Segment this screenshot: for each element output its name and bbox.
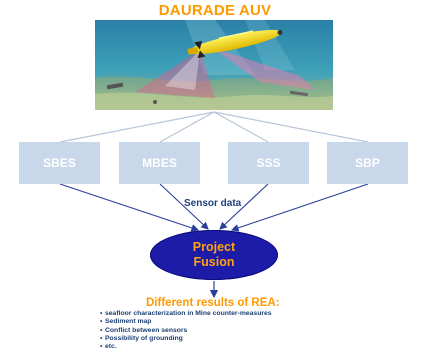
fan-line-sbp	[213, 111, 369, 143]
fan-line-sss	[213, 111, 269, 143]
results-list: •seafloor characterization in Mine count…	[100, 310, 272, 351]
arrow-sss	[219, 183, 269, 230]
results-title: Different results of REA:	[146, 297, 280, 309]
fan-line-mbes	[159, 111, 215, 143]
auv-image	[95, 20, 333, 110]
list-item: •seafloor characterization in Mine count…	[100, 310, 272, 317]
arrow-sbes	[59, 183, 200, 232]
result-text: etc.	[105, 343, 117, 351]
sensor-label-mbes: MBES	[142, 156, 177, 170]
sensor-label-sbp: SBP	[355, 156, 380, 170]
list-item: •Possibility of grounding	[100, 334, 183, 342]
sensor-label-sbes: SBES	[43, 156, 76, 170]
diagram-title: DAURADE AUV	[158, 2, 272, 19]
sensor-box-sbes: SBES	[19, 142, 100, 184]
list-item: •etc.	[100, 343, 117, 351]
sensor-box-mbes: MBES	[119, 142, 200, 184]
sensor-box-sbp: SBP	[327, 142, 408, 184]
sensor-data-label: Sensor data	[184, 198, 242, 209]
result-text: seafloor characterization in Mine counte…	[105, 310, 272, 317]
fusion-line-1: Project	[192, 240, 236, 254]
fusion-line-2: Fusion	[193, 255, 235, 269]
result-text: Conflict between sensors	[105, 326, 188, 334]
sensor-label-sss: SSS	[256, 156, 281, 170]
fan-line-sbes	[59, 111, 215, 143]
list-item: •Sediment map	[100, 318, 152, 326]
arrow-mbes	[159, 183, 209, 230]
project-fusion-node: Project Fusion	[150, 230, 278, 280]
auv-illustration	[95, 20, 333, 110]
list-item: •Conflict between sensors	[100, 326, 188, 334]
result-text: Sediment map	[105, 318, 152, 326]
result-text: Possibility of grounding	[105, 334, 183, 342]
arrow-sbp	[230, 183, 369, 232]
sensor-box-sss: SSS	[228, 142, 309, 184]
